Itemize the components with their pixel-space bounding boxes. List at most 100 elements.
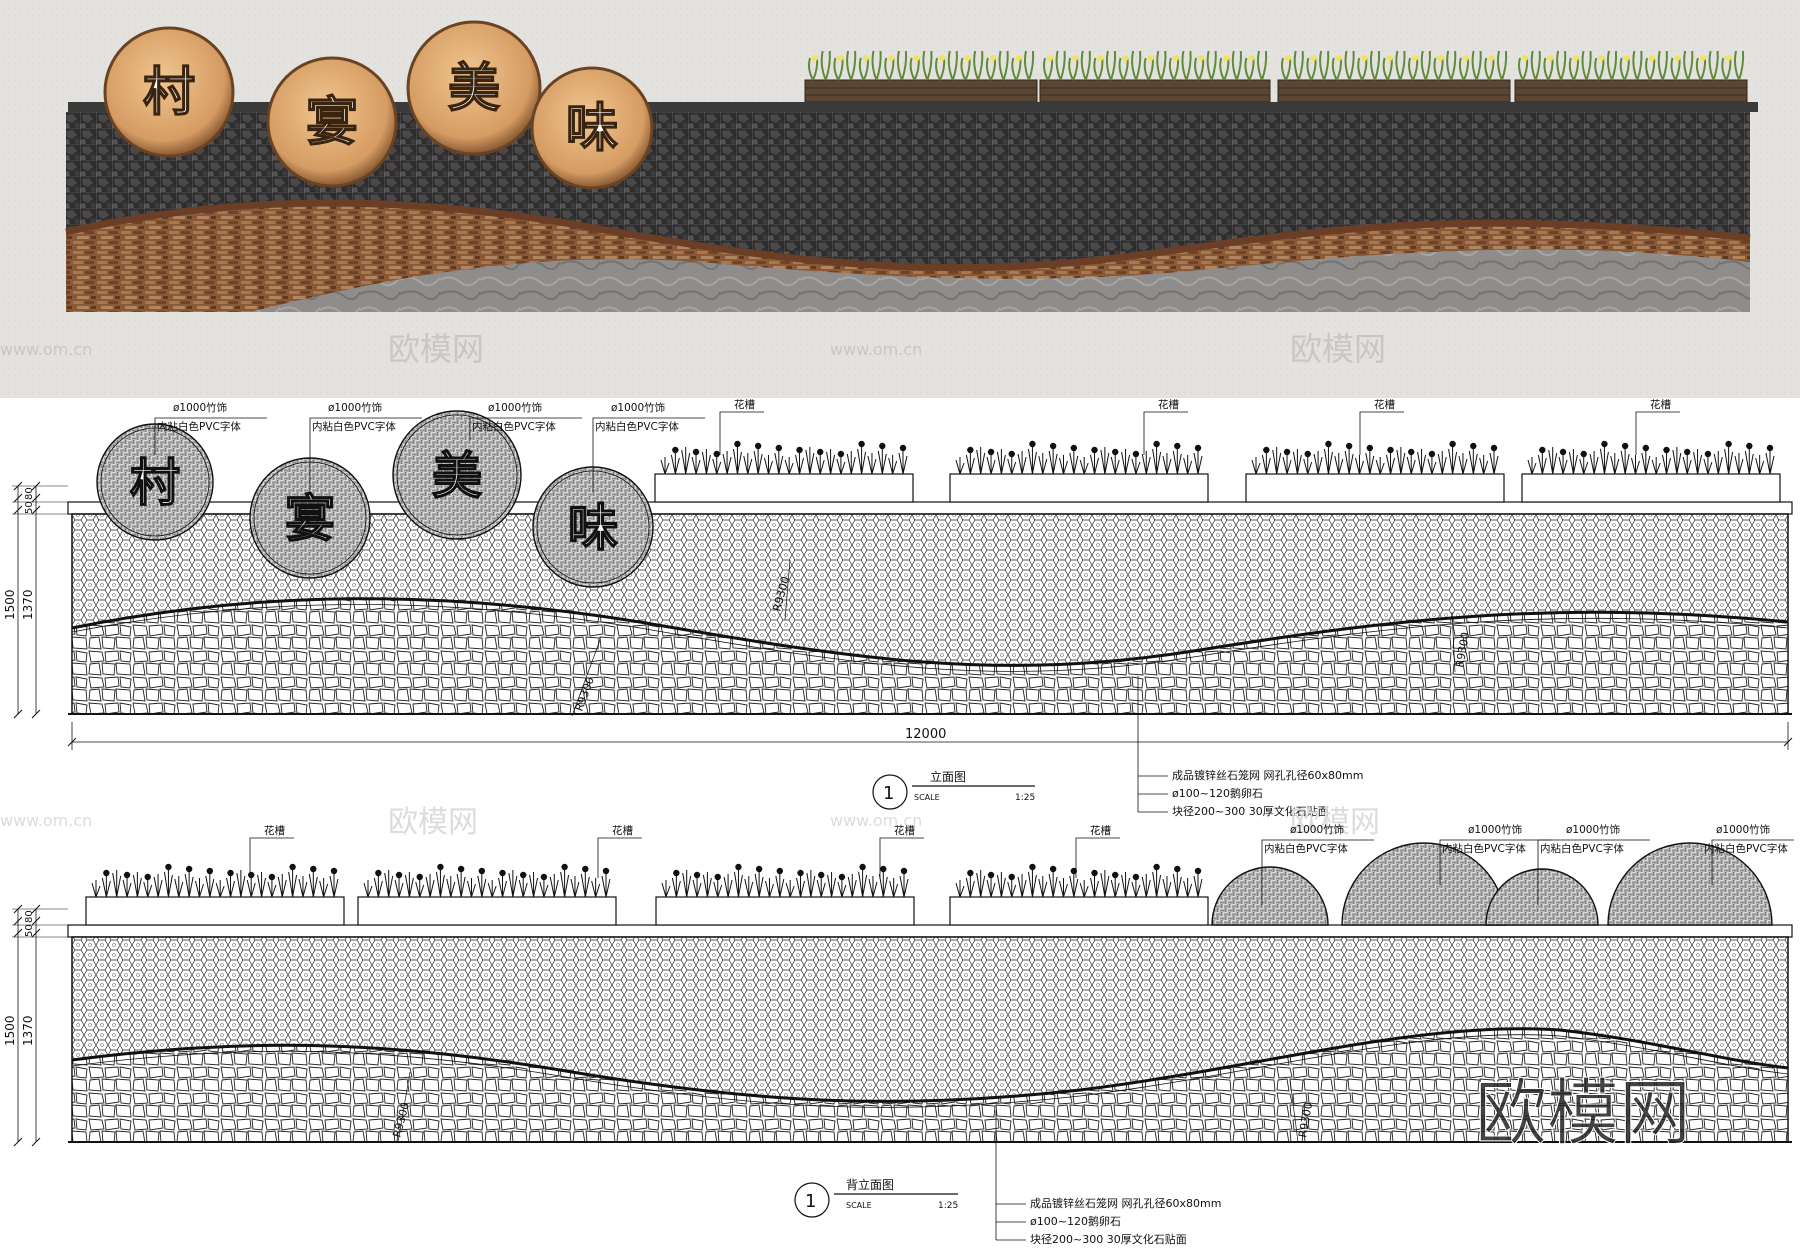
callout-text: 花槽 — [1650, 398, 1672, 411]
plant-stroke — [815, 454, 825, 475]
render-planter — [1277, 50, 1511, 103]
note-pebble: ø100~120鹅卵石 — [1030, 1214, 1121, 1228]
plant-stroke — [660, 457, 670, 475]
callout-line2: 内粘白色PVC字体 — [1264, 842, 1348, 855]
plant-stroke — [122, 877, 132, 898]
flower-dot — [540, 873, 548, 881]
scale-value: 1:25 — [938, 1201, 958, 1211]
flower — [939, 55, 946, 61]
plant-stroke — [1479, 455, 1489, 475]
plant-stroke — [580, 871, 590, 898]
plant-stroke — [1193, 873, 1203, 898]
plant-blade — [1131, 50, 1142, 81]
flower — [862, 55, 869, 61]
plant-stroke — [298, 876, 308, 898]
callout-line1: ø1000竹饰 — [1566, 823, 1620, 836]
plant-stroke — [1765, 450, 1775, 475]
planter-box — [949, 896, 1209, 926]
plant-stroke — [163, 869, 173, 898]
callout-line1: ø1000竹饰 — [1468, 823, 1522, 836]
plant-blade — [998, 50, 1009, 81]
plant-blade — [1206, 50, 1217, 81]
render-disc: 宴 — [266, 56, 398, 188]
plant-stroke — [867, 453, 877, 475]
plant-stroke — [1489, 450, 1499, 475]
callout-line2: 内粘白色PVC字体 — [472, 420, 556, 433]
flower-dot — [268, 873, 276, 881]
flower-dot — [103, 869, 110, 877]
plant-stroke — [691, 454, 701, 475]
plant-stroke — [847, 874, 857, 898]
flower-dot — [837, 450, 845, 458]
plant-stroke — [1568, 449, 1578, 475]
plant-blade — [1556, 50, 1567, 81]
plant-stroke — [153, 874, 163, 898]
plant-blade — [1319, 50, 1330, 81]
flower-dot — [1132, 873, 1140, 881]
plant-stroke — [373, 875, 383, 898]
flower-dot — [478, 867, 486, 875]
plant-blade — [1420, 50, 1431, 81]
leader-line — [309, 417, 422, 490]
plant-stroke — [1079, 880, 1089, 898]
flower — [1412, 55, 1419, 61]
flower-dot — [1684, 448, 1691, 456]
flower-dot — [1153, 440, 1160, 448]
plant-stroke — [1672, 447, 1682, 475]
plant-stroke — [1172, 448, 1182, 475]
plant-stroke — [308, 871, 318, 898]
disc-character: 美 — [432, 447, 482, 505]
plant-stroke — [1048, 871, 1058, 898]
plant-blade — [896, 50, 908, 81]
flower-dot — [693, 871, 701, 879]
disc-character: 味 — [566, 99, 618, 159]
flower-dot — [797, 869, 804, 877]
plant-stroke — [101, 875, 111, 898]
drawing-title: 1 立面图 SCALE 1:25 — [872, 769, 1035, 810]
plant-stroke — [743, 453, 753, 475]
flower-dot — [1449, 440, 1456, 448]
plant-blade — [973, 50, 984, 81]
flower — [1623, 55, 1630, 61]
flower — [1361, 55, 1368, 61]
flower-dot — [879, 442, 886, 450]
plant-stroke — [796, 875, 806, 898]
flower — [1285, 55, 1291, 61]
render-planter — [804, 50, 1038, 103]
flower — [837, 55, 844, 61]
flower-dot — [1029, 440, 1036, 448]
front-planters — [654, 440, 1781, 503]
plant-stroke — [1386, 452, 1396, 475]
planter-box — [654, 473, 914, 503]
flower-dot — [330, 867, 338, 875]
plant-stroke — [1354, 455, 1364, 475]
flower — [1122, 55, 1129, 61]
plant-stroke — [1110, 877, 1120, 898]
plant-stroke — [858, 869, 868, 898]
planter-box — [804, 79, 1038, 103]
plant-stroke — [1375, 457, 1385, 475]
flower — [812, 55, 818, 61]
plant-stroke — [1313, 451, 1323, 475]
plant-blade — [1606, 50, 1618, 81]
flower-dot — [1174, 442, 1181, 450]
plant-stroke — [1620, 448, 1630, 475]
flower-dot — [672, 446, 679, 454]
plant-stroke — [806, 870, 816, 898]
plant-stroke — [1121, 449, 1131, 475]
flower-dot — [1091, 446, 1098, 454]
scale-value: 1:25 — [1015, 793, 1035, 803]
flower — [1674, 55, 1681, 61]
plant-stroke — [466, 878, 476, 898]
flower-dot — [602, 867, 610, 875]
back-planter-callout: 花槽 — [1075, 824, 1120, 878]
flower-dot — [1112, 871, 1119, 879]
plant-stroke — [1162, 876, 1172, 898]
callout-text: 花槽 — [1090, 824, 1112, 837]
plant-blade — [1156, 50, 1167, 81]
flower-dot — [1174, 865, 1181, 873]
plant-stroke — [288, 869, 298, 898]
callout-line1: ø1000竹饰 — [1716, 823, 1770, 836]
